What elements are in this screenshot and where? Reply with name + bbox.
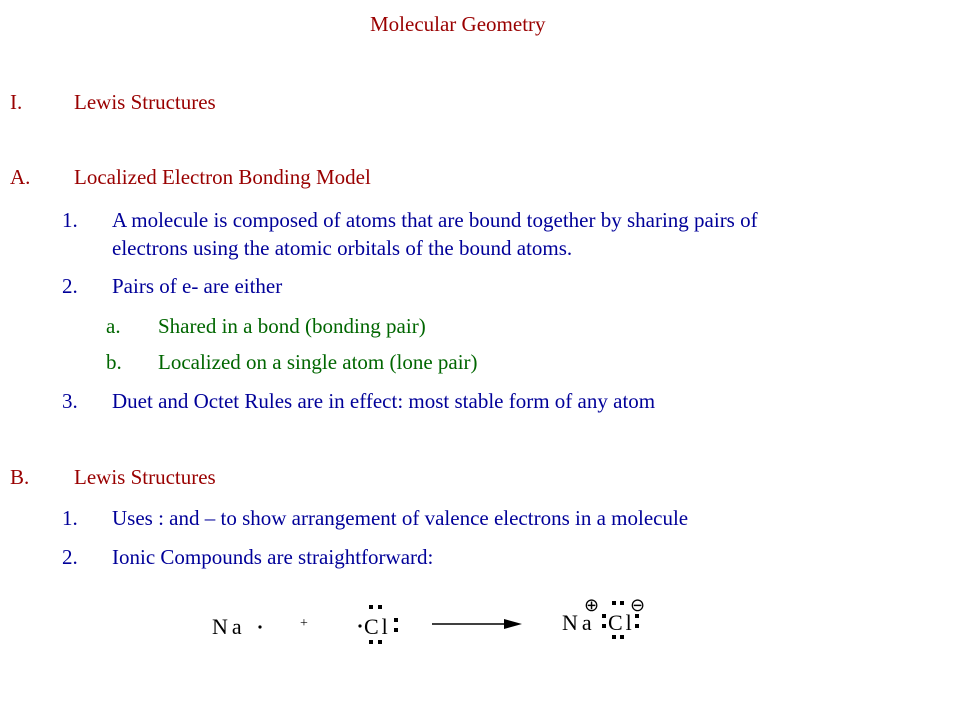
plus-sign: + [300, 616, 308, 631]
item-b1-text: Uses : and – to show arrangement of vale… [112, 506, 689, 530]
section-b-heading: Lewis Structures [74, 465, 216, 489]
subitem-b-text: Localized on a single atom (lone pair) [158, 350, 478, 374]
section-i-marker: I. [10, 90, 23, 114]
reactant-chlorine: Cl [364, 614, 391, 639]
item-b1-marker: 1. [62, 506, 78, 530]
chlorine-bottom-pair [369, 640, 382, 644]
reactant-sodium: Na [212, 614, 246, 639]
subitem-b-marker: b. [106, 350, 122, 374]
negative-charge-icon: ⊖ [630, 595, 645, 615]
item-b2-text: Ionic Compounds are straightforward: [112, 545, 434, 569]
section-i-heading: Lewis Structures [74, 90, 216, 114]
page-title: Molecular Geometry [370, 12, 546, 36]
subitem-a-marker: a. [106, 314, 121, 338]
chlorine-right-pair [394, 618, 398, 632]
lewis-equation-diagram: Na + Cl Na ⊕ Cl [212, 595, 645, 644]
section-a-heading: Localized Electron Bonding Model [74, 165, 371, 189]
item-a2-marker: 2. [62, 274, 78, 298]
chlorine-top-pair [369, 605, 382, 609]
product-chloride-ion: Cl [608, 610, 635, 635]
shared-electron-pair [602, 614, 606, 628]
subitem-a-text: Shared in a bond (bonding pair) [158, 314, 426, 338]
product-sodium-ion: Na [562, 610, 596, 635]
item-a3-text: Duet and Octet Rules are in effect: most… [112, 389, 656, 413]
sodium-electron-dot [258, 625, 262, 629]
positive-charge-icon: ⊕ [584, 595, 599, 615]
section-a-marker: A. [10, 165, 31, 189]
chloride-right-pair [635, 614, 639, 628]
chloride-top-pair [612, 601, 624, 605]
item-a1-line1: A molecule is composed of atoms that are… [112, 208, 758, 232]
chlorine-left-dot [358, 624, 362, 628]
lewis-equation: Na + Cl Na ⊕ Cl [200, 592, 660, 652]
item-a1-line2: electrons using the atomic orbitals of t… [112, 236, 573, 260]
section-b-marker: B. [10, 465, 30, 489]
reaction-arrow [432, 619, 522, 629]
chloride-bottom-pair [612, 635, 624, 639]
item-a2-text: Pairs of e- are either [112, 274, 283, 298]
item-a1-marker: 1. [62, 208, 78, 232]
item-a3-marker: 3. [62, 389, 78, 413]
item-b2-marker: 2. [62, 545, 78, 569]
